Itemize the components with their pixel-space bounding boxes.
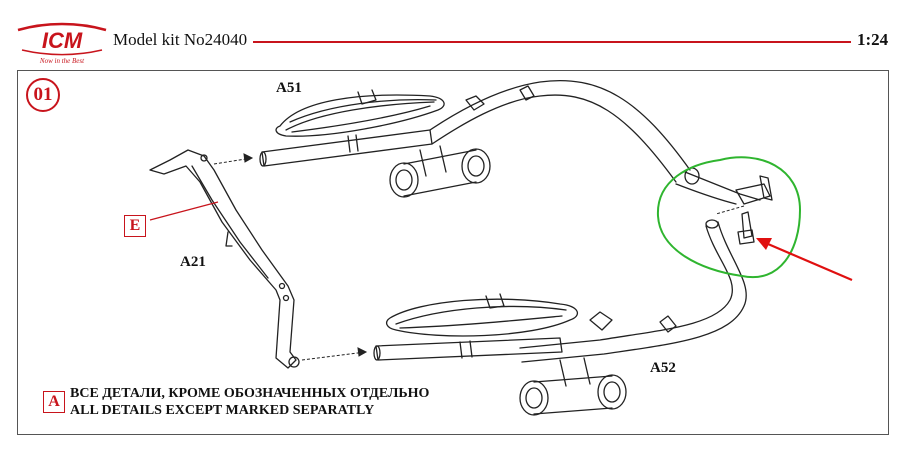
ski-a52 bbox=[385, 293, 579, 337]
frame-tube-upper bbox=[429, 80, 761, 205]
marker-e: E bbox=[124, 215, 146, 237]
logo-tagline: Now in the Best bbox=[39, 57, 85, 65]
lower-axle-tube bbox=[373, 311, 613, 361]
header-bar: ICM Now in the Best Model kit No24040 1:… bbox=[0, 0, 921, 65]
lower-wheels bbox=[519, 357, 627, 416]
header-divider bbox=[253, 41, 851, 43]
ski-a51 bbox=[275, 89, 445, 137]
legend-line-ru: ВСЕ ДЕТАЛИ, КРОМЕ ОБОЗНАЧЕННЫХ ОТДЕЛЬНО bbox=[70, 386, 430, 401]
attention-arrow bbox=[756, 238, 853, 282]
strut-a21 bbox=[149, 149, 300, 369]
frame-tube-lower bbox=[519, 219, 747, 363]
icm-logo: ICM Now in the Best bbox=[17, 22, 107, 65]
scale-label: 1:24 bbox=[857, 30, 889, 49]
part-label-a21: A21 bbox=[180, 254, 206, 270]
legend-line-en: ALL DETAILS EXCEPT MARKED SEPARATLY bbox=[70, 403, 375, 418]
pedal-connector bbox=[684, 167, 773, 245]
part-label-a52: A52 bbox=[650, 360, 676, 376]
step-number-badge: 01 bbox=[26, 78, 60, 112]
legend-note: ВСЕ ДЕТАЛИ, КРОМЕ ОБОЗНАЧЕННЫХ ОТДЕЛЬНО … bbox=[70, 385, 429, 419]
legend-marker-a: A bbox=[43, 391, 65, 413]
highlight-circle bbox=[656, 156, 802, 279]
part-label-a51: A51 bbox=[276, 80, 302, 96]
instruction-frame bbox=[17, 70, 889, 435]
upper-wheels bbox=[389, 145, 491, 198]
logo-text: ICM bbox=[42, 28, 83, 53]
marker-e-leader bbox=[149, 201, 219, 221]
kit-title: Model kit No24040 bbox=[113, 30, 248, 49]
